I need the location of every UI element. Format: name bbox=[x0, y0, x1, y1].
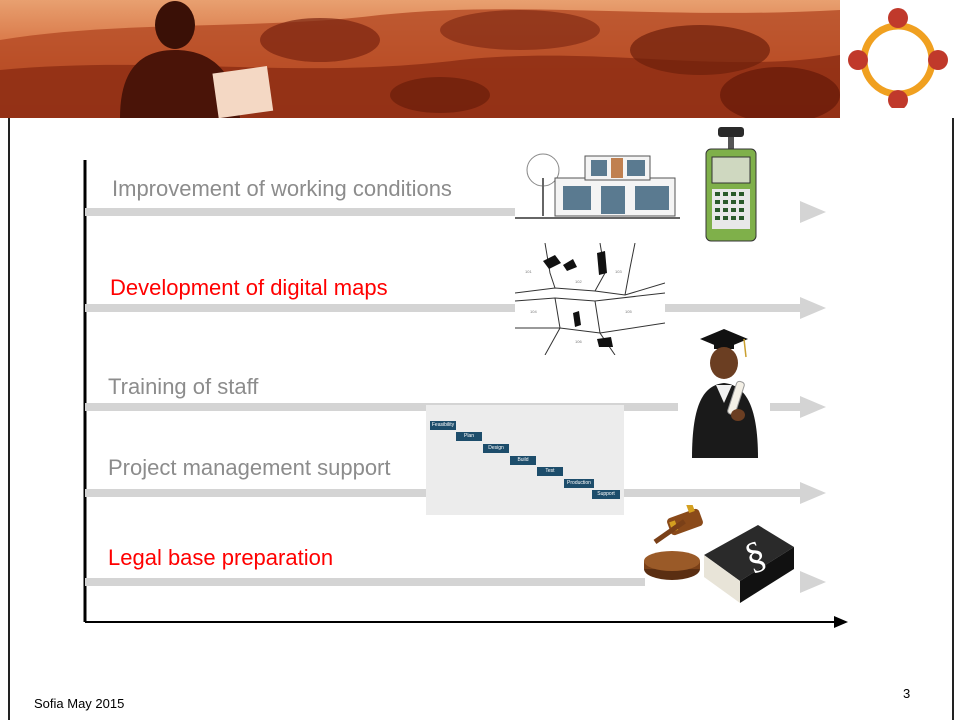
house-icon bbox=[515, 148, 680, 220]
row-arrow-1 bbox=[800, 201, 826, 223]
row-arrow-5 bbox=[800, 571, 826, 593]
landscape-banner-image bbox=[0, 0, 956, 118]
row-bar-1 bbox=[85, 208, 515, 216]
row-bar-5 bbox=[85, 578, 645, 586]
slide-frame-right bbox=[952, 118, 954, 720]
law-book-icon: § bbox=[704, 525, 794, 603]
gantt-step: Test bbox=[537, 467, 563, 476]
page-number: 3 bbox=[903, 686, 911, 701]
row-label-2: Development of digital maps bbox=[110, 275, 388, 300]
footer-text: Sofia May 2015 bbox=[34, 696, 125, 711]
svg-text:101: 101 bbox=[525, 269, 532, 274]
row-arrow-4 bbox=[800, 482, 826, 504]
gavel-icon bbox=[644, 505, 703, 580]
gantt-step: Design bbox=[483, 444, 509, 453]
cadastral-map-icon: 101 102 103 104 105 106 bbox=[515, 243, 665, 355]
gantt-step: Support bbox=[592, 490, 620, 499]
gantt-chart-icon: Feasibility Plan Design Build Test Produ… bbox=[426, 405, 624, 515]
graduate-icon bbox=[678, 323, 770, 458]
gantt-step: Build bbox=[510, 456, 536, 465]
header-banner bbox=[0, 0, 956, 118]
row-bar-2 bbox=[85, 304, 805, 312]
gantt-step: Plan bbox=[456, 432, 482, 441]
gantt-step: Production bbox=[564, 479, 594, 488]
logo-ring-icon bbox=[848, 8, 948, 108]
row-label-3: Training of staff bbox=[108, 374, 259, 399]
row-label-5: Legal base preparation bbox=[108, 545, 334, 570]
svg-text:105: 105 bbox=[625, 309, 632, 314]
gps-receiver-icon bbox=[705, 127, 757, 242]
row-label-4: Project management support bbox=[108, 455, 391, 480]
gantt-step: Feasibility bbox=[430, 421, 456, 430]
row-arrow-3 bbox=[800, 396, 826, 418]
svg-text:104: 104 bbox=[530, 309, 537, 314]
row-arrow-2 bbox=[800, 297, 826, 319]
slide-frame-left bbox=[8, 118, 10, 720]
svg-text:106: 106 bbox=[575, 339, 582, 344]
row-label-1: Improvement of working conditions bbox=[112, 176, 452, 201]
svg-text:102: 102 bbox=[575, 279, 582, 284]
svg-text:103: 103 bbox=[615, 269, 622, 274]
